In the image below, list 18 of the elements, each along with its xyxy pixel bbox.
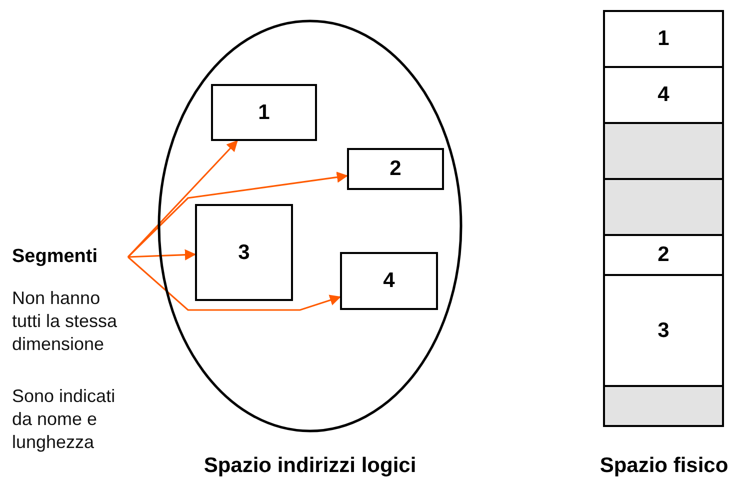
free-memory-block <box>603 385 724 427</box>
arrow <box>127 140 238 258</box>
region-heading: Spazio indirizzi logici <box>202 454 418 478</box>
memory-block: 2 <box>603 234 724 276</box>
segment-box: 1 <box>211 84 317 141</box>
memory-block: 1 <box>603 10 724 68</box>
free-memory-block <box>603 122 724 180</box>
arrow <box>127 172 348 258</box>
column-heading: Spazio fisico <box>598 454 730 478</box>
segment-label: Segmenti <box>12 242 122 272</box>
segment-box: 2 <box>347 148 444 190</box>
arrow <box>128 249 196 260</box>
arrow <box>127 256 342 311</box>
free-memory-block <box>603 178 724 236</box>
segment-box: 4 <box>340 252 438 310</box>
segment-box: 3 <box>195 204 293 301</box>
note-text: Sono indicati da nome e lunghezza <box>12 385 116 454</box>
note-text: Non hanno tutti la stessa dimensione <box>12 287 118 356</box>
